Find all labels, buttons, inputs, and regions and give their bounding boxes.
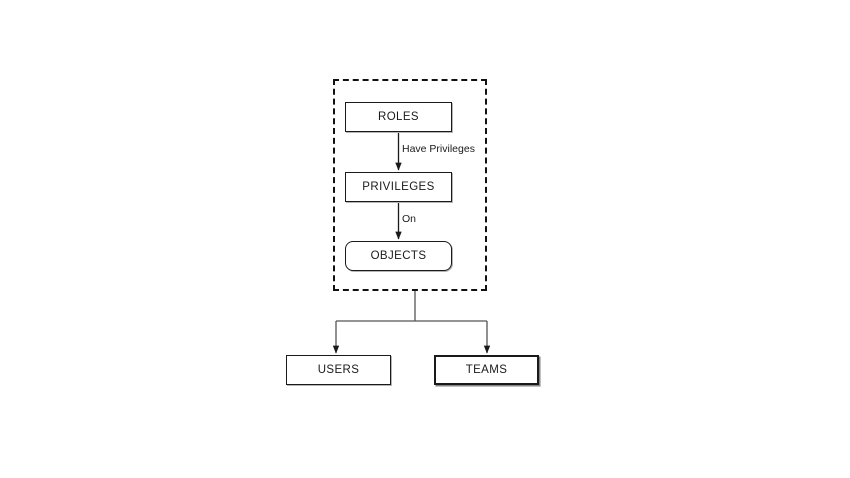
privilege-group-frame bbox=[333, 79, 487, 291]
edge-label-on: On bbox=[402, 213, 417, 225]
node-objects[interactable]: OBJECTS bbox=[345, 241, 452, 271]
edge-label-have-privileges: Have Privileges bbox=[402, 143, 475, 155]
node-users[interactable]: USERS bbox=[286, 355, 391, 385]
node-privileges[interactable]: PRIVILEGES bbox=[345, 172, 452, 202]
node-roles[interactable]: ROLES bbox=[345, 102, 452, 132]
node-teams[interactable]: TEAMS bbox=[434, 355, 539, 385]
